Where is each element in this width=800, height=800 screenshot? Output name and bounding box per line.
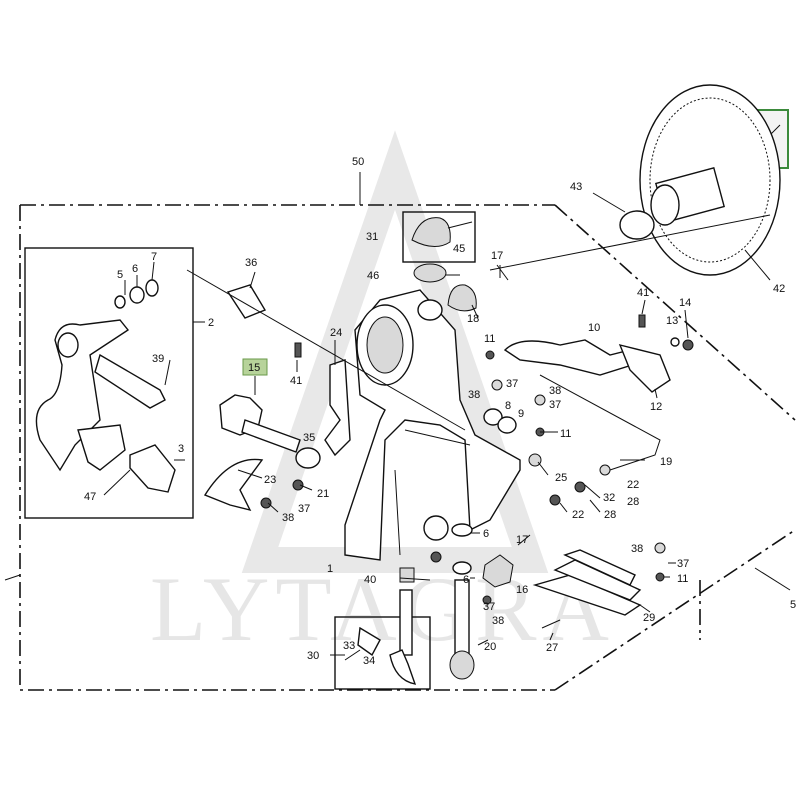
callout-11: 11 — [484, 333, 495, 345]
callout-21: 21 — [317, 488, 329, 500]
callout-42: 42 — [773, 283, 785, 295]
highlight-part-15 — [242, 358, 268, 376]
callout-15: 15 — [248, 362, 260, 374]
callout-14: 14 — [679, 297, 691, 309]
part-12-bracket — [618, 343, 671, 393]
part-10-lever — [503, 339, 633, 376]
part-35-bushing — [295, 447, 321, 469]
callout-35: 35 — [303, 432, 315, 444]
part-39-lever — [35, 319, 166, 472]
callout-36: 36 — [245, 257, 257, 269]
part-5-washer — [114, 295, 126, 309]
callout-labels: 1 2 3 5 5 6 6 6 7 8 9 10 11 11 11 12 13 … — [84, 156, 796, 667]
callout-11: 11 — [560, 428, 571, 440]
callout-6: 6 — [463, 574, 469, 586]
callout-32: 32 — [603, 492, 615, 504]
callout-39: 39 — [152, 353, 164, 365]
callout-50: 50 — [352, 156, 364, 168]
callout-31: 31 — [366, 231, 378, 243]
callout-41: 41 — [637, 287, 649, 299]
subassembly-box-30 — [334, 616, 431, 690]
callout-30: 30 — [307, 650, 319, 662]
part-43-ring — [619, 210, 655, 240]
part-7-ring — [145, 279, 159, 297]
callout-19: 19 — [660, 456, 672, 468]
callout-17: 17 — [516, 534, 528, 546]
part-29-blades — [532, 549, 642, 616]
callout-1: 1 — [327, 563, 333, 575]
callout-24: 24 — [330, 327, 342, 339]
callout-22: 22 — [572, 509, 584, 521]
part-36-sleeve — [226, 284, 267, 319]
callout-28: 28 — [627, 496, 639, 508]
callout-27: 27 — [546, 642, 558, 654]
callout-37: 37 — [298, 503, 310, 515]
callout-29: 29 — [643, 612, 655, 624]
callout-12: 12 — [650, 401, 662, 413]
main-gearbox-housing — [344, 289, 521, 561]
callout-28: 28 — [604, 509, 616, 521]
part-15-star-knob — [219, 394, 301, 453]
part-40-sleeve — [399, 567, 415, 583]
callout-20: 20 — [484, 641, 496, 653]
callout-18: 18 — [467, 313, 479, 325]
callout-38: 38 — [631, 543, 643, 555]
part-6-washer — [129, 286, 145, 304]
watermark: LYTAGRA — [150, 130, 615, 660]
callout-41: 41 — [290, 375, 302, 387]
callout-5: 5 — [790, 599, 796, 611]
callout-43: 43 — [570, 181, 582, 193]
part-23-plate — [203, 458, 264, 512]
callout-5: 5 — [117, 269, 123, 281]
callout-7: 7 — [151, 251, 157, 263]
callout-25: 25 — [555, 472, 567, 484]
assembly-frame — [4, 172, 796, 691]
callout-38: 38 — [468, 389, 480, 401]
part-42-gear-housing — [639, 84, 781, 276]
callout-46: 46 — [367, 270, 379, 282]
subassembly-box-31 — [402, 211, 476, 263]
callout-13: 13 — [666, 315, 678, 327]
callout-23: 23 — [264, 474, 276, 486]
callout-10: 10 — [588, 322, 600, 334]
callout-37: 37 — [549, 399, 561, 411]
part-16-star — [482, 554, 514, 588]
callout-17: 17 — [491, 250, 503, 262]
callout-40: 40 — [364, 574, 376, 586]
part-24-bracket — [324, 359, 351, 457]
callout-45: 45 — [453, 243, 465, 255]
part-20-shaft — [449, 579, 475, 680]
callout-38: 38 — [492, 615, 504, 627]
callout-3: 3 — [178, 443, 184, 455]
callout-37: 37 — [677, 558, 689, 570]
leader-lines — [103, 192, 771, 661]
callout-8: 8 — [505, 400, 511, 412]
callout-38: 38 — [282, 512, 294, 524]
part-19-rod — [539, 374, 661, 471]
callout-11: 11 — [677, 573, 688, 585]
callout-33: 33 — [343, 640, 355, 652]
callout-38: 38 — [549, 385, 561, 397]
callout-22: 22 — [627, 479, 639, 491]
watermark-text: LYTAGRA — [150, 558, 615, 660]
callout-9: 9 — [518, 408, 524, 420]
callout-6: 6 — [483, 528, 489, 540]
part-46-washer — [413, 263, 447, 283]
part-30-fork — [357, 589, 417, 685]
part-18-knob — [447, 284, 477, 312]
callout-2: 2 — [208, 317, 214, 329]
fasteners — [260, 264, 694, 629]
part-31-cap — [411, 217, 473, 247]
callout-37: 37 — [483, 601, 495, 613]
part-47-bracket — [129, 444, 176, 493]
callout-16: 16 — [516, 584, 528, 596]
subassembly-box-2 — [24, 247, 205, 519]
callout-6: 6 — [132, 263, 138, 275]
callout-37: 37 — [506, 378, 518, 390]
callout-34: 34 — [363, 655, 375, 667]
callout-47: 47 — [84, 491, 96, 503]
